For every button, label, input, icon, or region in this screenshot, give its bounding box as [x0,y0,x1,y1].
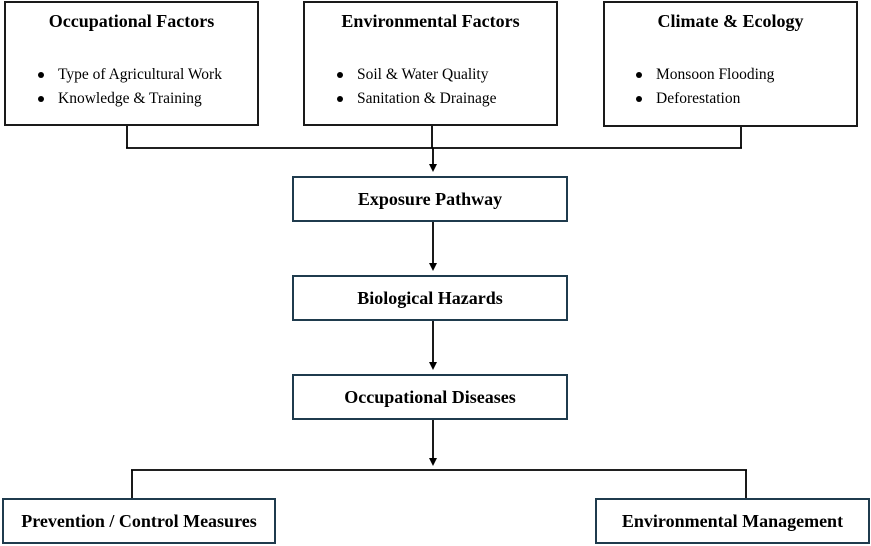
environmental-factors-box: Environmental Factors Soil & Water Quali… [303,1,558,126]
climate-ecology-box: Climate & Ecology Monsoon Flooding Defor… [603,1,858,127]
climate-ecology-title: Climate & Ecology [657,11,804,31]
occupational-diseases-label: Occupational Diseases [344,386,516,407]
list-item: Deforestation [635,87,774,111]
list-item: Type of Agricultural Work [37,63,222,87]
prevention-control-label: Prevention / Control Measures [21,510,257,531]
list-item: Monsoon Flooding [635,63,774,87]
environmental-management-box: Environmental Management [595,498,870,544]
list-item: Sanitation & Drainage [336,87,496,111]
list-item: Soil & Water Quality [336,63,496,87]
occupational-factors-list: Type of Agricultural Work Knowledge & Tr… [37,63,222,110]
list-item: Knowledge & Training [37,87,222,111]
exposure-pathway-box: Exposure Pathway [292,176,568,222]
environmental-factors-title: Environmental Factors [341,11,520,31]
environmental-factors-list: Soil & Water Quality Sanitation & Draina… [336,63,496,110]
environmental-management-label: Environmental Management [621,510,844,531]
occupational-diseases-box: Occupational Diseases [292,374,568,420]
occupational-factors-box: Occupational Factors Type of Agricultura… [4,1,259,126]
prevention-control-box: Prevention / Control Measures [2,498,276,544]
climate-ecology-list: Monsoon Flooding Deforestation [635,63,774,110]
biological-hazards-label: Biological Hazards [357,287,503,308]
biological-hazards-box: Biological Hazards [292,275,568,321]
exposure-pathway-label: Exposure Pathway [357,188,503,209]
occupational-factors-title: Occupational Factors [48,11,215,31]
